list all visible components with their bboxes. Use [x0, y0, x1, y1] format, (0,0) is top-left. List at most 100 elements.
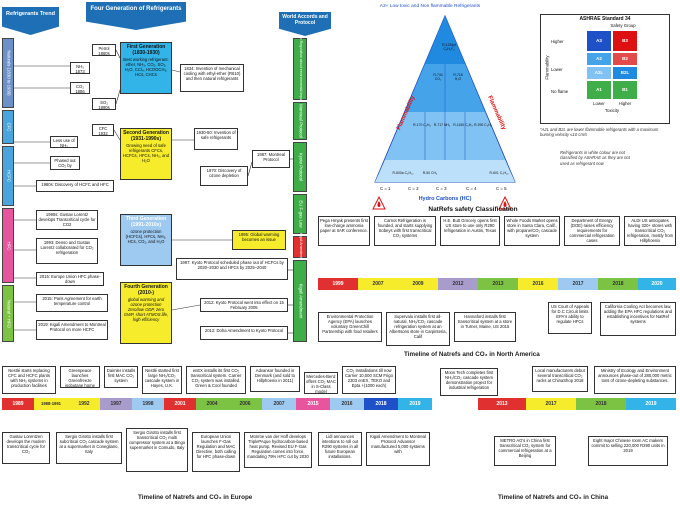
eu-bottom-4: European Union launches F-Gas Regulation… [192, 432, 240, 472]
eu-year-2004: 2004 [196, 398, 228, 410]
chem-nh3: NH₃ 1873 [70, 62, 90, 74]
ashrae-subtitle: Safety Group [610, 23, 636, 28]
ashrae-col-lower: Lower [593, 101, 605, 106]
ashrae-cell-b2l: B2L [613, 67, 637, 79]
eu-year-2018: 2018 [364, 398, 398, 410]
eu-top-2: Greenpeace launches Greenfreeze isobutan… [60, 366, 100, 388]
na-bottom-4: US Court of Appeals for D.C Circuit limi… [548, 302, 592, 334]
accord-band-montreal: Montreal Protocol [293, 102, 307, 140]
ashrae-note: *A2L and B2L are lower flammable refrige… [540, 127, 659, 138]
eu-top-7: Mercedes-Benz offers CO₂ MAC in S-Class … [304, 372, 338, 394]
accord-band-kigali-1: Kigali Amendment [293, 233, 307, 261]
cn-top-2: Local manufacturers debut several transc… [532, 366, 588, 392]
flame-icon [372, 196, 386, 210]
na-year-2020: 2020 [638, 278, 676, 290]
na-top-1: Pega Hmjak presents first low-charge amm… [318, 216, 370, 246]
cn-year-2013: 2013 [478, 398, 526, 410]
event-1980s: 1980s: Discovery of HCFC and HFC [36, 180, 114, 192]
ashrae-cell-b3: B3 [613, 31, 637, 51]
ashrae-cell-b2: B2 [613, 53, 637, 65]
flame-icon [498, 196, 512, 210]
na-top-4: Whole Foods Market opens store in Santa … [504, 216, 560, 246]
trend-band-cfc: CFC [2, 110, 14, 144]
eu-year-1998: 1998 [132, 398, 164, 410]
eu-top-5: enEX installs its first CO₂ transcritica… [186, 366, 246, 394]
chem-petrol: Petrol 1860s [92, 44, 116, 56]
tri-cell-r170: R-170 C₂H₆ [413, 123, 431, 127]
na-top-6: ALDI US anticipates having 320+ stores w… [624, 216, 676, 246]
tri-cell-r718: R-718 H₂O [453, 73, 463, 81]
na-bottom-2: Supervalu installs first all-natural, NH… [386, 312, 450, 346]
accord-band-no-regulation: No Regulation about environmental impact [293, 35, 307, 103]
na-bottom-1-text: Environmental Protection Agency (EPA) la… [322, 314, 378, 335]
carbon-label-1: C = 1 [380, 186, 391, 191]
left-connectors [14, 49, 293, 334]
eu-bottom-7: Kigali Amendment to Montreal Protocol Ad… [366, 432, 430, 466]
trend-band-hcfc: HCFC [2, 146, 14, 206]
generation-first-body: Best working refrigerant: ether, NH₃, CO… [123, 57, 169, 78]
carbon-label-5: C = 5 [496, 186, 507, 191]
ashrae-title: ASHRAE Standard 34 [579, 16, 631, 22]
na-year-1999: 1999 [318, 278, 358, 290]
trend-band-naturals: Naturals (1830 to 1930) [2, 38, 14, 108]
ashrae-cell-a2l: A2L [587, 67, 611, 79]
eu-top-4: Nestlé started first large NH₃/CO₂ casca… [142, 366, 182, 394]
generation-first-title: First Generation (1830-1930) [126, 44, 166, 56]
chem-less-nh3: Less use of NH₃ [50, 136, 78, 148]
ashrae-cell-a3: A3 [587, 31, 611, 51]
event-1997: 1997: Kyoto Protocol scheduled phase out… [176, 258, 288, 280]
generation-fourth-title: Fourth Generation (2010-) [124, 284, 168, 296]
tri-cell-r744: R-744 CO₂ [433, 73, 443, 81]
na-bottom-1: Environmental Protection Agency (EPA) la… [318, 312, 382, 342]
tri-cell-r717: R-717 NH₃ [433, 123, 451, 127]
eu-top-6: Advansor founded in Denmark (and sold to… [250, 366, 300, 392]
tri-cell-r601: R-601 C₅H₁₂ [489, 171, 509, 175]
ashrae-cell-a1: A1 [587, 81, 611, 99]
eu-year-2016: 2016 [330, 398, 364, 410]
event-1834: 1834: Invention of mechanical cooling wi… [180, 64, 244, 92]
carbon-label-4: C = 4 [466, 186, 477, 191]
accords-header-label: World Accords and Protocol [282, 14, 328, 26]
na-timeline-title: Timeline of Natrefs and CO₂ in North Ame… [404, 351, 540, 358]
chem-co2: CO₂ 1886 [70, 82, 90, 94]
event-2015-eu: 2015: Europe Union HFC phase-down [36, 272, 104, 286]
na-year-2017: 2017 [558, 278, 598, 290]
cn-year-2017: 2017 [526, 398, 576, 410]
eu-top-1: Nestlé starts replacing CFC and HCFC pla… [2, 366, 56, 394]
generation-second-title: Second Generation (1931-1990s) [123, 130, 169, 142]
eu-timeline-title: Timeline of Natrefs and CO₂ in Europe [138, 494, 253, 501]
ashrae-row-noflame: No flame [551, 89, 569, 94]
cn-timeline-bar: 2013 2017 2018 2019 [478, 398, 676, 410]
tri-cell-r290: R-290 C₃H₈ [474, 123, 492, 127]
ashrae-axis-left: Flammability [544, 55, 550, 80]
event-2012-doha: 2012: Doha Amendment to Kyoto Protocol [200, 326, 288, 340]
eu-year-2001: 2001 [164, 398, 196, 410]
chem-phased-co2: Phased out CO₂ by 1950s [50, 156, 80, 170]
event-2015-paris: 2015: Paris Agreement for earth temperat… [36, 294, 108, 312]
cn-timeline-title: Timeline of Natrefs and CO₂ in China [498, 494, 609, 501]
triangle-diagram [374, 14, 516, 183]
generation-second-body: Growing need of safe refrigerants CFCs, … [122, 143, 170, 164]
eu-year-1992: 1992 [68, 398, 100, 410]
generation-first: First Generation (1830-1930) Best workin… [120, 42, 172, 94]
trend-band-hfc: HFC [2, 208, 14, 283]
na-bottom-5: California Cooling Act becomes law, addi… [600, 302, 676, 336]
event-1990s-lorentz: 1990s: Gustav Lorentz develops Transcrit… [36, 210, 98, 230]
accord-band-kigali-2: Kigali Amendment [293, 260, 307, 342]
eu-year-2007: 2007 [262, 398, 296, 410]
event-1930-50: 1930-50: Invention of safe refrigerants [194, 128, 238, 150]
eu-bottom-5: Monroe van der Hoff develops TriplePAque… [244, 432, 312, 468]
na-year-2016: 2016 [518, 278, 558, 290]
cn-top-1: Moon Tech completes first NH₃/CO₂ cascad… [440, 368, 498, 396]
ashrae-col-higher: Higher [618, 101, 632, 106]
cn-bottom-1: METRO AG's in China first transcritical … [494, 436, 556, 466]
accord-band-kyoto: Kyoto Protocol [293, 142, 307, 192]
ashrae-axis-bottom: Toxicity [604, 108, 620, 113]
eu-bottom-6: Lidl announces intentions to roll out R2… [318, 432, 362, 466]
eu-year-2006: 2006 [228, 398, 262, 410]
na-year-2013: 2013 [478, 278, 518, 290]
tri-cell-r1234yf: R-1234yf C₃H₂F₄ [442, 43, 456, 51]
cn-year-2019: 2019 [626, 398, 676, 410]
ashrae-note2: Refrigerants in white colour are not cla… [560, 150, 630, 166]
ashrae-cell-b1: B1 [613, 81, 637, 99]
